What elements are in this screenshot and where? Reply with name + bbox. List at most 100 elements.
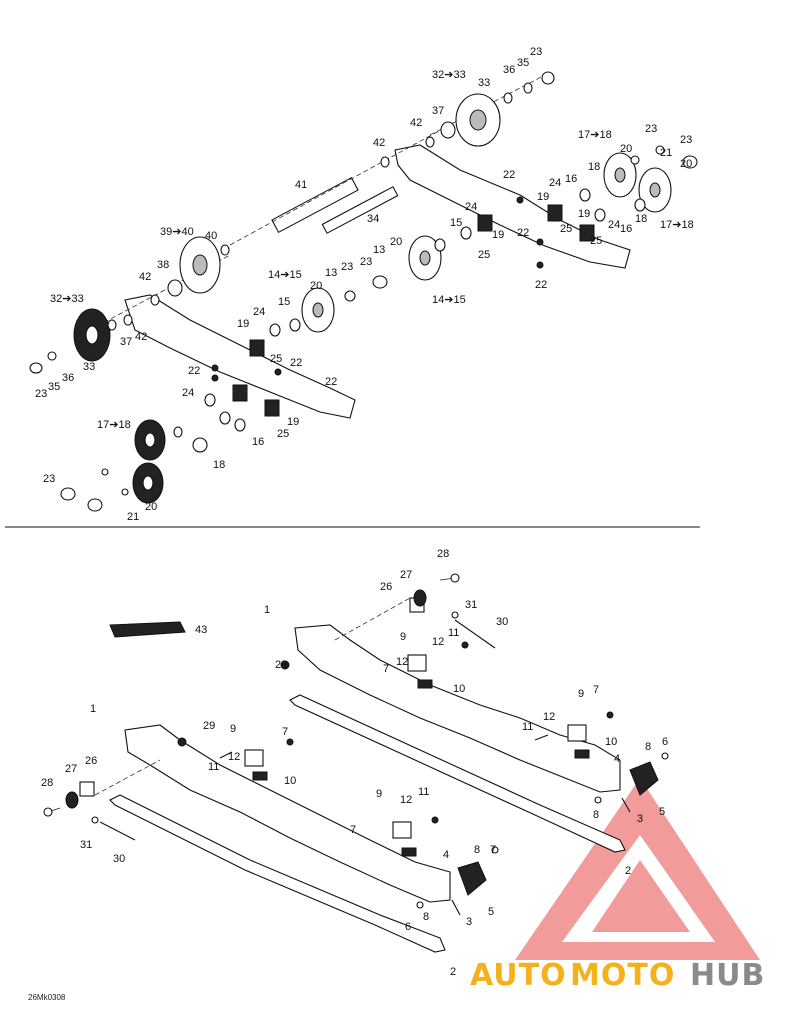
slide-right [289,694,626,853]
callout-label: 18 [213,459,225,471]
callout-label: 8 [474,844,480,856]
callout-label: 22 [290,357,302,369]
callout-label: 26 [85,755,97,767]
callout-label: 31 [80,839,92,851]
callout-label: 16 [252,436,264,448]
callout-label: 12 [432,636,444,648]
blocks [65,589,659,896]
callout-label: 5 [488,906,494,918]
callout-label: 9 [400,631,406,643]
slide-left [109,794,446,953]
callout-label: 22 [517,227,529,239]
watermark-word-auto: AUTO [470,958,567,993]
callout-label: 1 [90,703,96,715]
callout-label: 22 [188,365,200,377]
callout-label: 7 [490,844,496,856]
callout-label: 11 [522,721,533,733]
callout-label: 24 [253,306,265,318]
callout-label: 25 [270,353,282,365]
callout-label: 22 [325,376,337,388]
bottom-assembly [43,573,669,953]
callout-label: 19 [578,208,590,220]
callout-label: 33 [83,361,95,373]
wheel-39-40 [179,236,221,294]
callout-label: 27 [400,569,412,581]
top-rail-rear [394,144,631,269]
callout-label: 5 [659,806,665,818]
wheel-33-left [73,308,111,362]
wheel-17-18-bottom-a [134,419,166,461]
callout-label: 26 [380,581,392,593]
callout-label: 12 [396,656,408,668]
callout-label: 30 [496,616,508,628]
callout-label: 28 [41,777,53,789]
wheel-17-18-right-b [638,167,672,213]
callout-label: 8 [593,809,599,821]
rail-right [294,624,621,793]
shaft-41 [271,176,359,234]
callout-label: 34 [367,213,379,225]
callout-label: 9 [230,723,236,735]
callout-label: 9 [578,688,584,700]
callout-label: 23 [680,134,692,146]
callout-label: 37 [432,105,444,117]
callout-label: 10 [605,736,617,748]
callout-label: 17➔18 [97,419,131,431]
callout-label: 12 [400,794,412,806]
callout-label: 20 [620,143,632,155]
callout-label: 25 [590,235,602,247]
wheel-17-18-right-a [603,152,637,198]
callout-label: 23 [43,473,55,485]
callout-label: 40 [205,230,217,242]
callout-label: 10 [284,775,296,787]
callout-label: 2 [625,865,631,877]
callouts-bottom: 28 27 26 31 30 1 9 12 11 29 7 10 12 9 7 … [41,548,668,978]
callout-label: 7 [593,684,599,696]
callout-label: 23 [530,46,542,58]
callout-label: 16 [620,223,632,235]
callout-label: 19 [287,416,299,428]
callout-label: 11 [418,786,429,798]
callout-label: 19 [537,191,549,203]
callout-label: 24 [465,201,477,213]
watermark-word-moto: MOTO [570,958,675,993]
callout-label: 39➔40 [160,226,194,238]
callout-label: 20 [390,236,402,248]
callout-label: 23 [360,256,372,268]
callout-label: 14➔15 [268,269,302,281]
callout-label: 37 [120,336,132,348]
callout-label: 10 [453,683,465,695]
callouts-top: 23 32➔33 33 36 35 37 42 42 17➔18 23 23 1… [35,46,694,523]
callout-label: 24 [182,387,194,399]
callout-label: 18 [588,161,600,173]
callout-label: 31 [465,599,477,611]
callout-label: 29 [275,659,287,671]
callout-label: 23 [341,261,353,273]
callout-label: 15 [450,217,462,229]
callout-label: 30 [113,853,125,865]
callout-label: 23 [35,388,47,400]
figure-code: 26Mk0308 [28,993,66,1002]
callout-label: 8 [645,741,651,753]
callout-label: 33 [478,77,490,89]
bolts [43,573,669,916]
callout-label: 38 [157,259,169,271]
callout-label: 17➔18 [660,219,694,231]
callout-label: 6 [662,736,668,748]
callout-label: 22 [503,169,515,181]
callout-label: 18 [635,213,647,225]
callout-label: 15 [278,296,290,308]
callout-label: 32➔33 [50,293,84,305]
wear-strip-43 [109,621,186,638]
callout-label: 3 [637,813,643,825]
watermark-word-hub: HUB [690,958,765,993]
callout-label: 7 [350,824,356,836]
callout-label: 7 [383,663,389,675]
watermark-logo: AUTO MOTO HUB [470,778,765,993]
callout-label: 25 [277,428,289,440]
callout-label: 29 [203,720,215,732]
callout-label: 28 [437,548,449,560]
callout-label: 22 [535,279,547,291]
callout-label: 27 [65,763,77,775]
callout-label: 32➔33 [432,69,466,81]
